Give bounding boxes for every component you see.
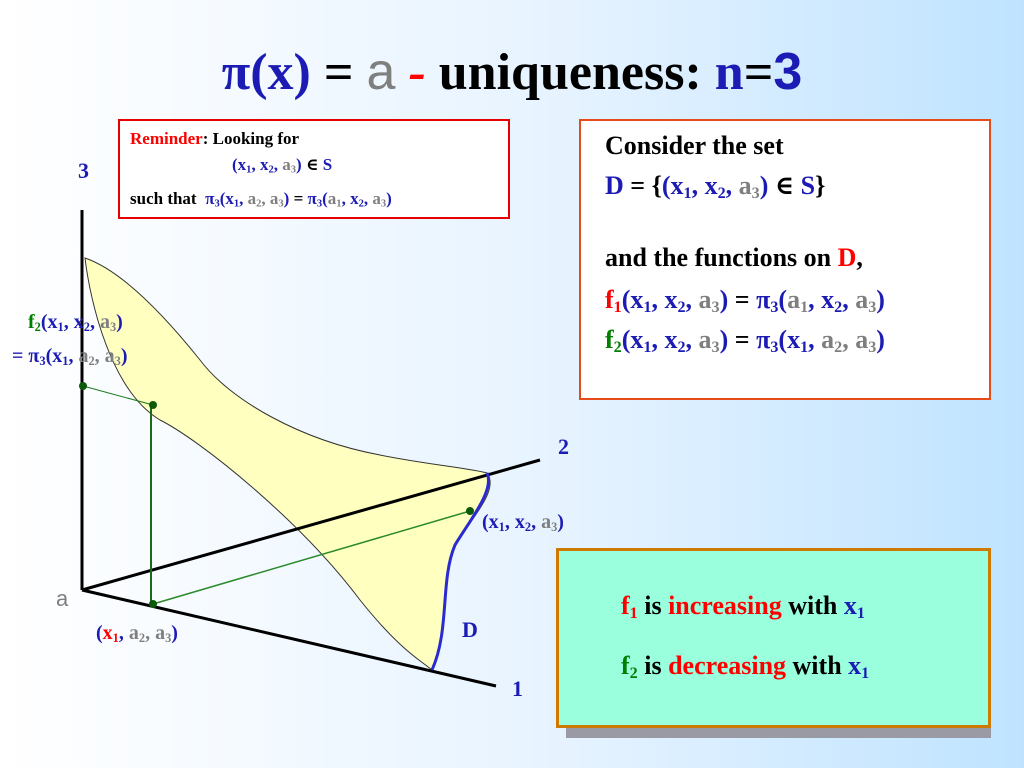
title-eq2: = bbox=[743, 44, 774, 101]
base-point-label: (x1, a2, a3) bbox=[96, 622, 178, 646]
title-pi: π(x) bbox=[221, 44, 311, 101]
consider-line2: D = {(x1, x2, a3) ∈ S} bbox=[605, 171, 826, 203]
proj-to-d bbox=[152, 510, 471, 605]
consider-f1-line: f1(x1, x2, a3) = π3(a1, x2, a3) bbox=[605, 285, 885, 317]
axis-1-label: 1 bbox=[512, 676, 523, 701]
axis-3-label: 3 bbox=[78, 158, 89, 183]
reminder-box: Reminder: Looking for (x1, x2, a3) ∈ S s… bbox=[118, 119, 510, 219]
consider-f2-line: f2(x1, x2, a3) = π3(x1, a2, a3) bbox=[605, 325, 885, 357]
axis-2 bbox=[81, 458, 541, 592]
title-uniqueness: uniqueness: bbox=[425, 44, 715, 101]
result-box: f1 is increasing with x1 f2 is decreasin… bbox=[556, 548, 991, 728]
point-f2-axis bbox=[79, 382, 87, 390]
title-dash: - bbox=[408, 44, 426, 101]
title-eq: = bbox=[310, 44, 367, 101]
pi3-value-label: = π3(x1, a2, a3) bbox=[12, 345, 128, 369]
point-d-label: (x1, x2, a3) bbox=[482, 511, 564, 535]
title-n: n bbox=[714, 44, 744, 101]
surface-region bbox=[84, 257, 491, 671]
set-d-curve bbox=[430, 472, 490, 671]
reminder-line2: (x1, x2, a3) ∈ S bbox=[232, 155, 333, 176]
result-line1: f1 is increasing with x1 bbox=[621, 591, 865, 623]
point-surface bbox=[149, 401, 157, 409]
reminder-line1: Reminder: Looking for bbox=[130, 129, 300, 148]
slide-title: π(x) = a - uniqueness: n=3 bbox=[0, 42, 1024, 102]
axis-2-label: 2 bbox=[558, 434, 569, 459]
proj-f2-horizontal bbox=[82, 385, 154, 406]
set-d-label: D bbox=[462, 617, 478, 642]
origin-a-label: a bbox=[56, 586, 69, 611]
point-base bbox=[149, 600, 157, 608]
consider-box: Consider the set D = {(x1, x2, a3) ∈ S} … bbox=[579, 119, 991, 400]
consider-line1: Consider the set bbox=[605, 131, 784, 160]
title-a: a bbox=[366, 43, 396, 101]
f2-value-label: f2(x1, x2, a3) bbox=[28, 311, 123, 335]
title-three: 3 bbox=[773, 43, 803, 101]
point-d bbox=[466, 507, 474, 515]
result-line2: f2 is decreasing with x1 bbox=[621, 651, 870, 683]
reminder-line3: such that π3(x1, a2, a3) = π3(a1, x2, a3… bbox=[130, 189, 392, 210]
consider-line3: and the functions on D, bbox=[605, 243, 863, 272]
